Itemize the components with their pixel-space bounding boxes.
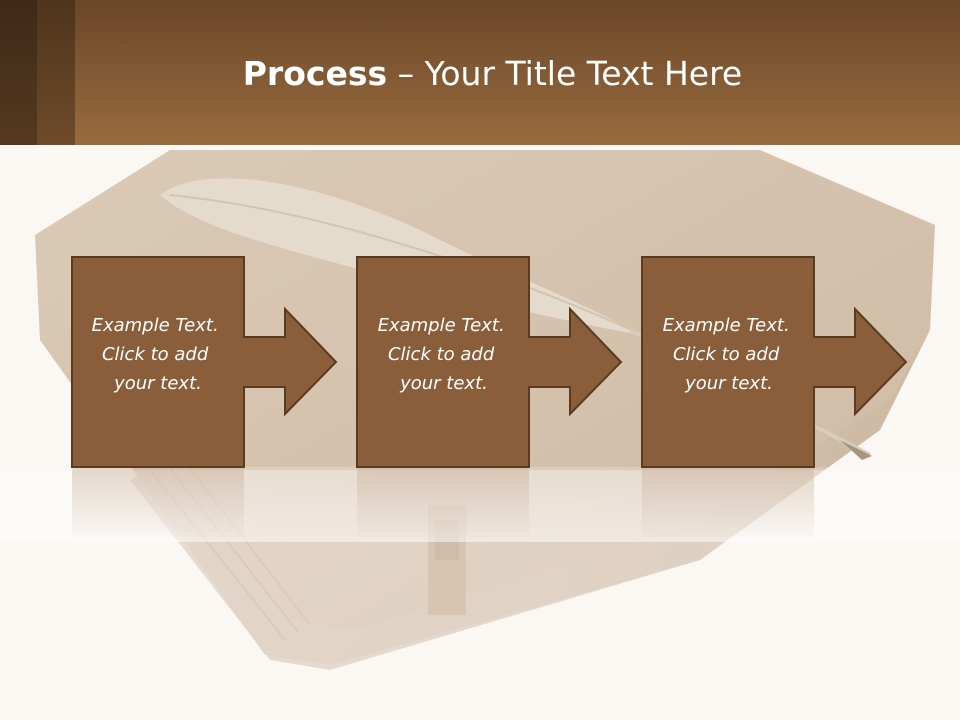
slide-title-bold: Process [242, 54, 388, 93]
slide-title[interactable]: Process – Your Title Text Here [0, 54, 960, 94]
step-2-line-1: Example Text. [378, 315, 505, 336]
slide-title-rest: – Your Title Text Here [387, 54, 743, 93]
step-2-text: Example Text. Click to add your text. [378, 315, 511, 394]
step-3-text: Example Text. Click to add your text. [663, 315, 796, 394]
title-bar-accent [37, 0, 75, 145]
step-1-line-2: Click to add [102, 344, 209, 365]
step-3-line-3: your text. [684, 373, 773, 394]
step-1-line-1: Example Text. [92, 315, 219, 336]
arrow-1-shape [71, 256, 338, 468]
arrow-2-shape [356, 256, 623, 468]
process-step-2[interactable]: Example Text. Click to add your text. [356, 256, 623, 468]
process-step-1[interactable]: Example Text. Click to add your text. [71, 256, 338, 468]
title-bar [0, 0, 960, 145]
title-bar-accent-dark [0, 0, 37, 145]
arrow-3-shape [641, 256, 908, 468]
step-2-line-3: your text. [399, 373, 488, 394]
step-1-line-3: your text. [113, 373, 202, 394]
step-2-line-2: Click to add [388, 344, 495, 365]
step-1-text: Example Text. Click to add your text. [92, 315, 225, 394]
process-step-3[interactable]: Example Text. Click to add your text. [641, 256, 908, 468]
step-3-line-2: Click to add [673, 344, 780, 365]
step-3-line-1: Example Text. [663, 315, 790, 336]
step-reflections [0, 467, 960, 542]
